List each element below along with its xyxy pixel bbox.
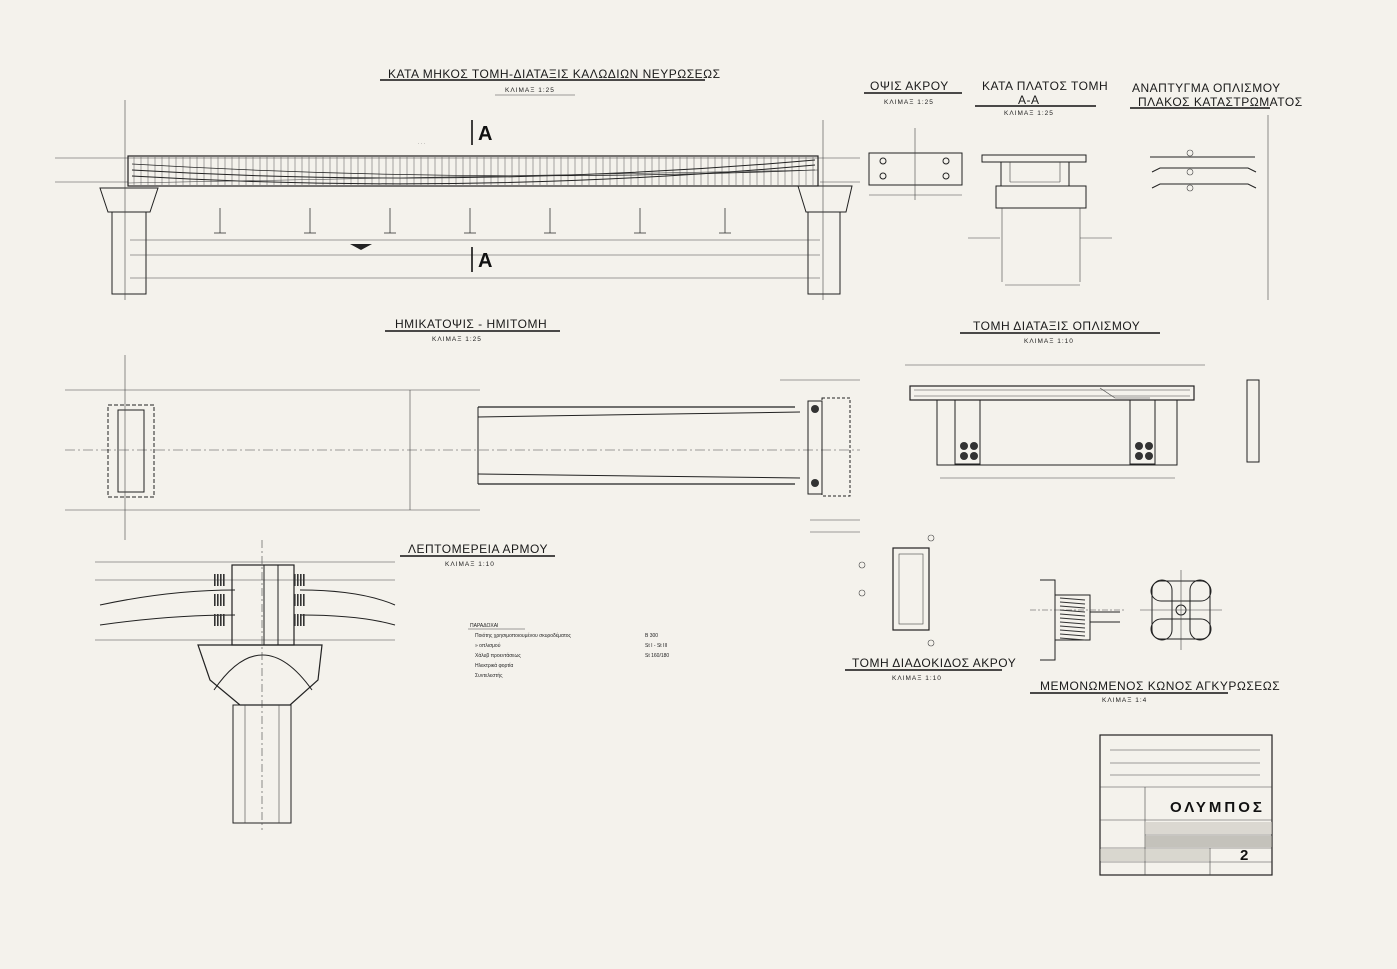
section-marker-top: A bbox=[478, 123, 492, 145]
notes-heading: ΠΑΡΑΔΟΧΑΙ bbox=[470, 623, 498, 629]
title-deck-reinforcement-line1: ΑΝΑΠΤΥΓΜΑ ΟΠΛΙΣΜΟΥ bbox=[1132, 81, 1281, 95]
scale-anchorage-cone: ΚΛΙΜΑΞ 1:4 bbox=[1102, 697, 1147, 704]
title-end-view: ΟΨΙΣ ΑΚΡΟΥ bbox=[870, 79, 949, 93]
title-cross-section: ΚΑΤΑ ΠΛΑΤΟΣ ΤΟΜΗ bbox=[982, 79, 1108, 93]
title-half-plan: ΗΜΙΚΑΤΟΨΙΣ - ΗΜΙΤΟΜΗ bbox=[395, 317, 547, 331]
scale-longitudinal-section: ΚΛΙΜΑΞ 1:25 bbox=[505, 87, 555, 94]
sheet-number: 2 bbox=[1240, 847, 1251, 864]
section-marker-bottom: A bbox=[478, 250, 492, 272]
notes-row-value: St I - St III bbox=[645, 643, 667, 649]
end-beam-section-view bbox=[858, 534, 935, 647]
title-deck-reinforcement-line2: ΠΛΑΚΟΣ ΚΑΤΑΣΤΡΩΜΑΤΟΣ bbox=[1138, 95, 1303, 109]
title-block: ΟΛΥΜΠΟΣ 2 bbox=[1099, 734, 1273, 876]
scale-half-plan: ΚΛΙΜΑΞ 1:25 bbox=[432, 336, 482, 343]
scale-reinforcement-section: ΚΛΙΜΑΞ 1:10 bbox=[1024, 338, 1074, 345]
title-end-beam-section: ΤΟΜΗ ΔΙΑΔΟΚΙΔΟΣ ΑΚΡΟΥ bbox=[852, 656, 1016, 670]
longitudinal-section-view: A A · · · bbox=[55, 100, 860, 300]
label-section-a-a: Α-Α bbox=[1018, 93, 1040, 107]
reinforcement-section-view bbox=[905, 364, 1260, 479]
anchorage-cone-view bbox=[1030, 570, 1222, 661]
title-reinforcement-section: ΤΟΜΗ ΔΙΑΤΑΞΙΣ ΟΠΛΙΣΜΟΥ bbox=[973, 319, 1140, 333]
title-longitudinal-section: ΚΑΤΑ ΜΗΚΟΣ ΤΟΜΗ-ΔΙΑΤΑΞΙΣ ΚΑΛΩΔΙΩΝ ΝΕΥΡΩΣ… bbox=[388, 67, 721, 81]
notes-row-label: Ηλεκτρικά φορτία bbox=[475, 662, 513, 669]
scale-cross-section: ΚΛΙΜΑΞ 1:25 bbox=[1004, 110, 1054, 117]
scale-end-view: ΚΛΙΜΑΞ 1:25 bbox=[884, 99, 934, 106]
half-plan-view bbox=[65, 355, 860, 540]
notes-row-label: Ποιότης χρησιμοποιουμένου σκυροδέματος bbox=[475, 632, 572, 639]
deck-reinforcement-view bbox=[1150, 115, 1269, 300]
svg-text:· · ·: · · · bbox=[418, 141, 425, 146]
notes-row-label: » οπλισμού bbox=[475, 642, 501, 649]
notes-block: ΠΑΡΑΔΟΧΑΙ Ποιότης χρησιμοποιουμένου σκυρ… bbox=[468, 623, 669, 679]
notes-row-value: St 160/180 bbox=[645, 653, 669, 659]
scale-end-beam-section: ΚΛΙΜΑΞ 1:10 bbox=[892, 675, 942, 682]
notes-row-label: Συντελεστής bbox=[475, 672, 503, 679]
scale-joint-detail: ΚΛΙΜΑΞ 1:10 bbox=[445, 561, 495, 568]
title-joint-detail: ΛΕΠΤΟΜΕΡΕΙΑ ΑΡΜΟΥ bbox=[408, 542, 548, 556]
notes-row-value: Β 300 bbox=[645, 633, 658, 639]
joint-detail-view bbox=[95, 540, 396, 830]
cross-section-view bbox=[968, 154, 1112, 286]
notes-row-label: Χάλυβ προεντάσεως bbox=[475, 652, 521, 659]
project-name: ΟΛΥΜΠΟΣ bbox=[1170, 799, 1265, 816]
title-anchorage-cone: ΜΕΜΟΝΩΜΕΝΟΣ ΚΩΝΟΣ ΑΓΚΥΡΩΣΕΩΣ bbox=[1040, 679, 1280, 693]
end-view bbox=[868, 128, 963, 200]
